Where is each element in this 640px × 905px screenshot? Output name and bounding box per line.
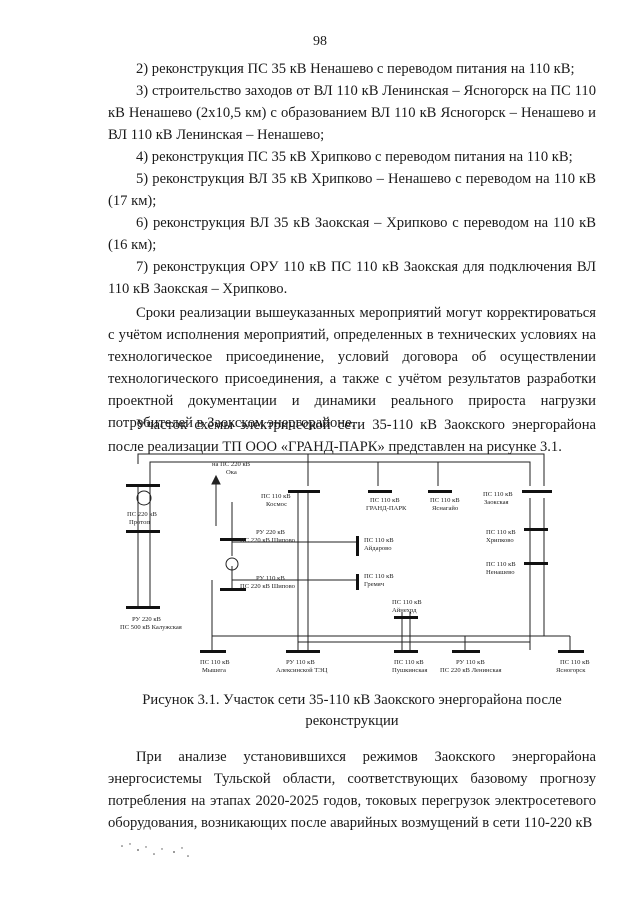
label-ru110-leninskaya-1: РУ 110 кВ xyxy=(456,659,485,666)
label-ru220-shipovo-1: РУ 220 кВ xyxy=(256,529,286,536)
figure-caption: Рисунок 3.1. Участок сети 35-110 кВ Заок… xyxy=(142,692,562,729)
paragraph-analysis: При анализе установившихся режимов Заокс… xyxy=(108,749,596,831)
label-ps110-grandpark-1: ПС 110 кВ xyxy=(370,497,400,504)
list-item-7: 7) реконструкция ОРУ 110 кВ ПС 110 кВ За… xyxy=(108,259,596,297)
list-item-4: 4) реконструкция ПС 35 кВ Хрипково с пер… xyxy=(136,149,573,165)
list-item-6: 6) реконструкция ВЛ 35 кВ Заокская – Хри… xyxy=(108,215,596,253)
label-ps110-gremyachy-2: Гремяч xyxy=(364,581,385,588)
paragraph-scheme-reference: Участок схемы электрической сети 35-110 … xyxy=(108,417,596,455)
label-ps110-zaokskaya-2: Заокская xyxy=(484,499,509,506)
label-ps110-zaokskaya-1: ПС 110 кВ xyxy=(483,491,513,498)
network-diagram: ПС 220 кВ Протоп РУ 220 кВ ПС 500 кВ Кал… xyxy=(120,453,590,674)
label-ps110-grandpark-2: ГРАНД-ПАРК xyxy=(366,505,407,512)
label-ps110-kosmos-1: ПС 110 кВ xyxy=(261,493,291,500)
label-ru220-kaluzhskaya-1: РУ 220 кВ xyxy=(132,616,162,623)
label-ps110-nenashevo-1: ПС 110 кВ xyxy=(486,561,516,568)
label-ps110-khripkovo-2: Хрипково xyxy=(486,537,514,544)
label-ps220-protopopovo-1: ПС 220 кВ xyxy=(127,511,158,518)
label-ps110-pushkinskaya-1: ПС 110 кВ xyxy=(394,659,424,666)
label-ps110-pushkinskaya-2: Пушкинская xyxy=(392,667,427,674)
label-ps110-aidarovo-2: Айдарово xyxy=(364,545,392,552)
label-ru220-kaluzhskaya-2: ПС 500 кВ Калужская xyxy=(120,624,182,631)
page-number: 98 xyxy=(313,34,327,49)
label-ps110-yasnogorsk-top-1: ПС 110 кВ xyxy=(430,497,460,504)
label-ru110-leninskaya-2: ПС 220 кВ Ленинская xyxy=(440,667,502,674)
label-ps110-kosmos-2: Космос xyxy=(266,501,287,508)
label-ru110-aleksin-tec-2: Алексинской ТЭЦ xyxy=(276,667,328,674)
list-item-2: 2) реконструкция ПС 35 кВ Ненашево с пер… xyxy=(136,61,575,77)
label-ps110-khripkovo-1: ПС 110 кВ xyxy=(486,529,516,536)
label-ps110-mysheg-2: Мышега xyxy=(202,667,226,674)
label-ru220-shipovo-2: ПС 220 кВ Шипово xyxy=(240,537,296,544)
label-ps110-yasnogorsk-top-2: Яснагайо xyxy=(432,505,459,512)
paragraph-terms: Сроки реализации вышеуказанных мероприят… xyxy=(108,305,596,431)
list-item-3: 3) строительство заходов от ВЛ 110 кВ Ле… xyxy=(108,83,596,143)
label-ru110-shipovo-1: РУ 110 кВ xyxy=(256,575,285,582)
label-ps110-mysheg-1: ПС 110 кВ xyxy=(200,659,230,666)
label-ps110-yasnogorsk-1: ПС 110 кВ xyxy=(560,659,590,666)
label-na-ps220-oka-1: на ПС 220 кВ xyxy=(212,461,251,468)
label-ps110-yasnogorsk-2: Ясногорск xyxy=(556,667,586,674)
label-ps110-ainehrd-1: ПС 110 кВ xyxy=(392,599,422,606)
label-ps110-nenashevo-2: Ненашево xyxy=(486,569,515,576)
list-item-5: 5) реконструкция ВЛ 35 кВ Хрипково – Нен… xyxy=(108,171,596,209)
label-ps110-ainehrd-2: Айнехрд xyxy=(392,607,417,614)
label-ru110-shipovo-2: ПС 220 кВ Шипово xyxy=(240,583,296,590)
label-ps110-gremyachy-1: ПС 110 кВ xyxy=(364,573,394,580)
label-ps220-protopopovo-2: Протоп xyxy=(129,519,150,526)
label-na-ps220-oka-2: Ока xyxy=(226,469,237,476)
scan-artifact-marks xyxy=(121,843,189,857)
label-ru110-aleksin-tec-1: РУ 110 кВ xyxy=(286,659,315,666)
label-ps110-aidarovo-1: ПС 110 кВ xyxy=(364,537,394,544)
